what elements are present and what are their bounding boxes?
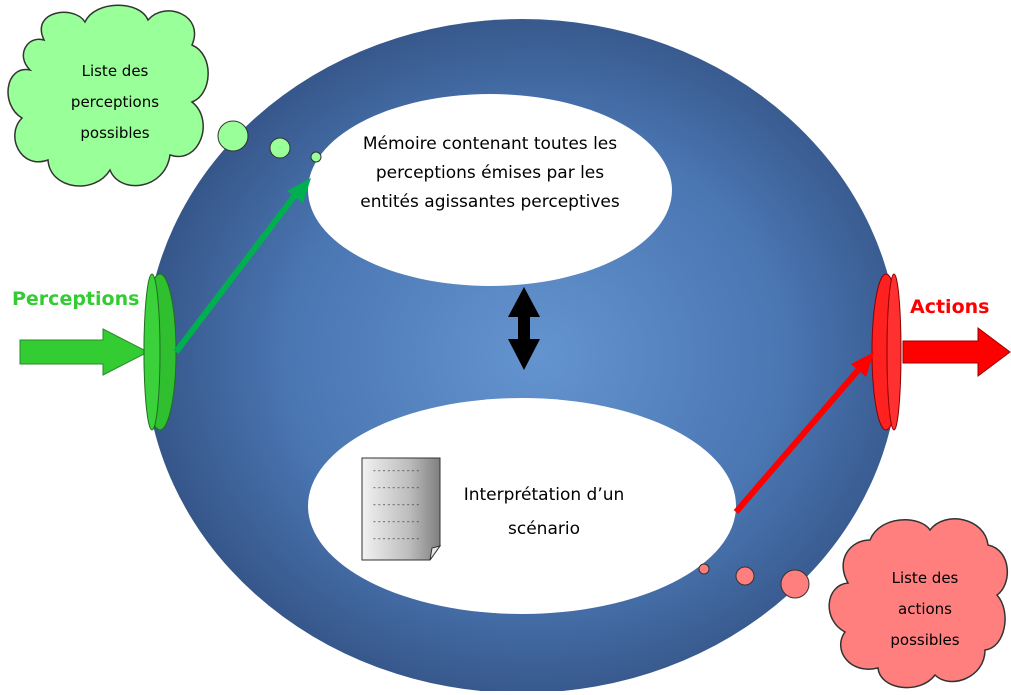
actions-cloud-text: Liste des actions possibles	[868, 563, 982, 656]
perceptions-cloud	[7, 4, 322, 187]
memory-text-line-2: perceptions émises par les	[375, 163, 605, 183]
memory-text: Mémoire contenant toutes les perceptions…	[318, 130, 662, 217]
interpretation-to-action-arrow	[733, 366, 863, 514]
actions-cloud	[698, 518, 1009, 689]
perception-input-arrow	[19, 328, 150, 376]
action-arrow-head	[851, 352, 874, 377]
memory-text-line-1: Mémoire contenant toutes les	[362, 134, 618, 154]
interpretation-text: Interprétation d’un scénario	[444, 478, 644, 546]
memory-ellipse	[308, 94, 672, 286]
actions-cloud-line-1: Liste des	[891, 569, 959, 587]
actions-label: Actions	[910, 296, 990, 318]
perception-port	[143, 273, 177, 431]
document-line: ----------	[372, 500, 421, 509]
perceptions-cloud-text: Liste des perceptions possibles	[50, 56, 180, 149]
interpretation-text-line-1: Interprétation d’un	[463, 485, 625, 505]
document-lines: ---------- ---------- ---------- -------…	[372, 462, 434, 547]
bidirectional-arrow-icon	[508, 287, 540, 370]
perceptions-cloud-line-3: possibles	[80, 124, 150, 142]
actions-cloud-line-2: actions	[898, 600, 952, 618]
memory-text-line-3: entités agissantes perceptives	[360, 192, 620, 212]
document-line: ----------	[372, 517, 421, 526]
document-line: ----------	[372, 483, 421, 492]
interpretation-text-line-2: scénario	[508, 519, 580, 539]
perception-to-memory-arrow	[173, 192, 299, 354]
action-port	[871, 273, 902, 431]
perceptions-cloud-line-2: perceptions	[70, 93, 160, 111]
perception-arrow-head	[287, 178, 311, 203]
actions-cloud-line-3: possibles	[890, 631, 960, 649]
perceptions-cloud-line-1: Liste des	[81, 62, 149, 80]
document-line: ----------	[372, 466, 421, 475]
scenario-document-icon	[361, 457, 442, 561]
perceptions-label: Perceptions	[12, 288, 140, 310]
document-line: ----------	[372, 534, 421, 543]
action-output-arrow	[902, 327, 1011, 377]
